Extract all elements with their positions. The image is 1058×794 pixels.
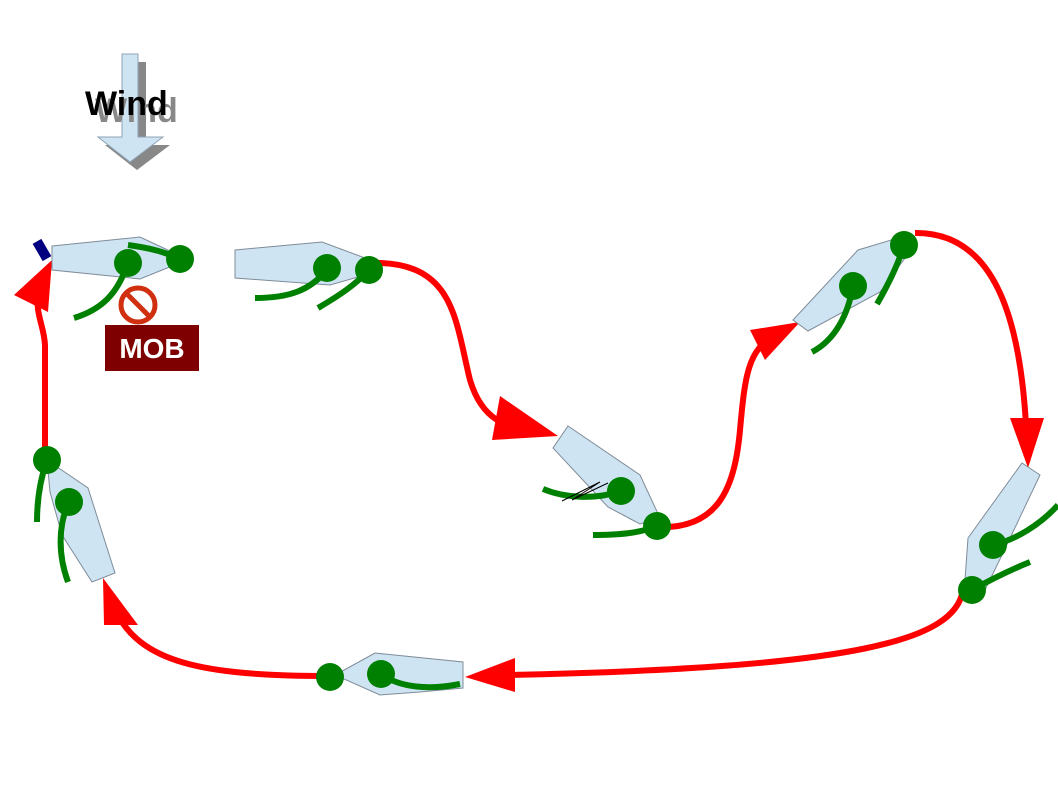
sail-scribble-icon: [561, 481, 609, 502]
route-segment-1: [368, 259, 558, 440]
wind-arrow-icon: [96, 53, 170, 170]
no-entry-icon: [118, 285, 158, 325]
boat-5: [958, 462, 1058, 604]
boat-3: [541, 425, 671, 540]
boat-4: [792, 231, 918, 355]
mob-label: MOB: [119, 333, 184, 364]
boat-2: [234, 241, 383, 311]
route-segment-5: [103, 578, 331, 679]
route-segment-4: [465, 589, 966, 692]
route-segment-2: [656, 322, 800, 531]
boat-1: [32, 236, 194, 321]
route-segment-3: [914, 229, 1044, 468]
boat-6: [316, 652, 464, 696]
boat-7: [33, 446, 116, 584]
mob-marker-icon: [32, 238, 52, 262]
mob-badge: [105, 325, 199, 371]
wind-label: Wind: [85, 85, 168, 123]
route-segment-6: [14, 260, 52, 455]
